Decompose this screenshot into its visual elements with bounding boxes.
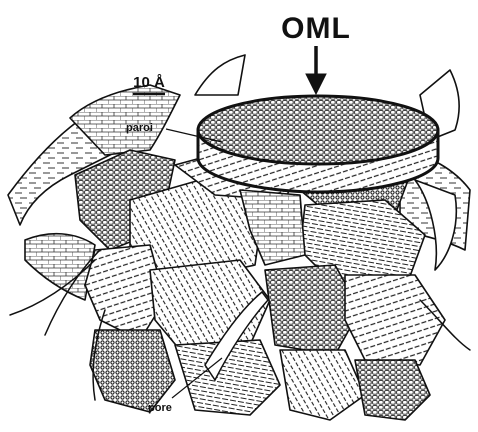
block-bottom-far-right xyxy=(355,360,430,420)
oml-arrow-head xyxy=(306,74,326,94)
crystallite-mass xyxy=(75,150,445,420)
label-scale: 10 Å xyxy=(133,74,165,91)
sheet-top-right xyxy=(195,55,245,95)
block-far-right xyxy=(345,275,445,365)
label-oml: OML xyxy=(281,12,351,45)
label-wall: paroi xyxy=(126,122,153,134)
oml-slab-top xyxy=(198,96,438,164)
oml-arrow xyxy=(306,46,326,94)
block-bottom-left xyxy=(90,330,175,412)
oml-slab xyxy=(198,96,438,192)
block-bottom-right xyxy=(280,350,365,420)
label-pore: pore xyxy=(148,402,172,414)
